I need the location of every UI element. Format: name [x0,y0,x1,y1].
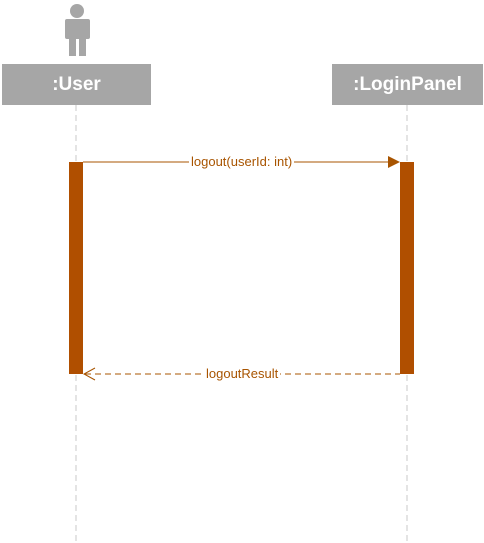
participant-user: :User [2,64,151,105]
message-return-label: logoutResult [204,366,281,381]
participant-user-label: :User [52,73,101,95]
participant-loginpanel-label: :LoginPanel [353,73,462,95]
activation-bar-loginpanel [400,162,414,374]
participant-loginpanel: :LoginPanel [332,64,483,105]
message-return [82,367,400,381]
activation-bar-user [69,162,83,374]
message-call-label: logout(userId: int) [189,154,295,169]
actor-icon [65,4,90,56]
